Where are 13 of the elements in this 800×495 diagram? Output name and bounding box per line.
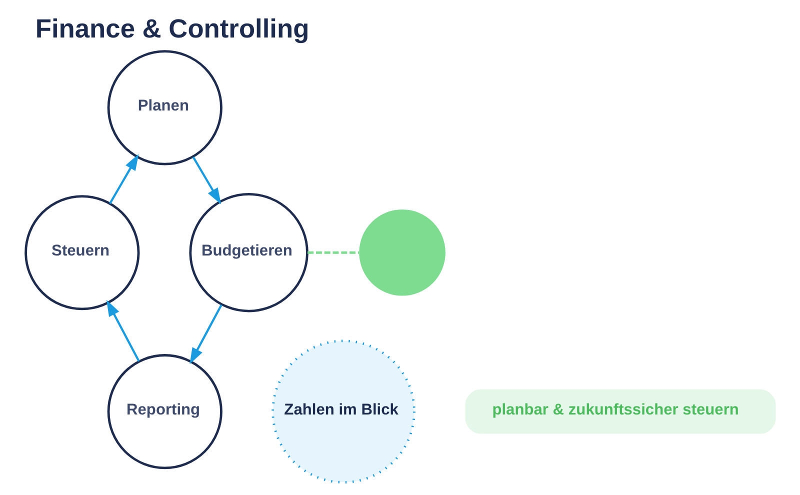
connector [307,251,358,254]
arrow [189,304,222,364]
node-circle: Reporting [106,354,222,470]
arrow [106,300,140,362]
node-circle [358,209,445,296]
node-circle: Budgetieren [188,193,308,312]
diagram-title: Finance & Controlling [34,14,309,44]
node-circle: Planen [106,50,222,166]
arrow [192,156,221,204]
arrow [108,154,138,204]
node-box: planbar & zukunftssicher steuern [464,389,776,434]
node-circle: Steuern [24,195,140,310]
node-circle: Zahlen im Blick [271,340,415,484]
